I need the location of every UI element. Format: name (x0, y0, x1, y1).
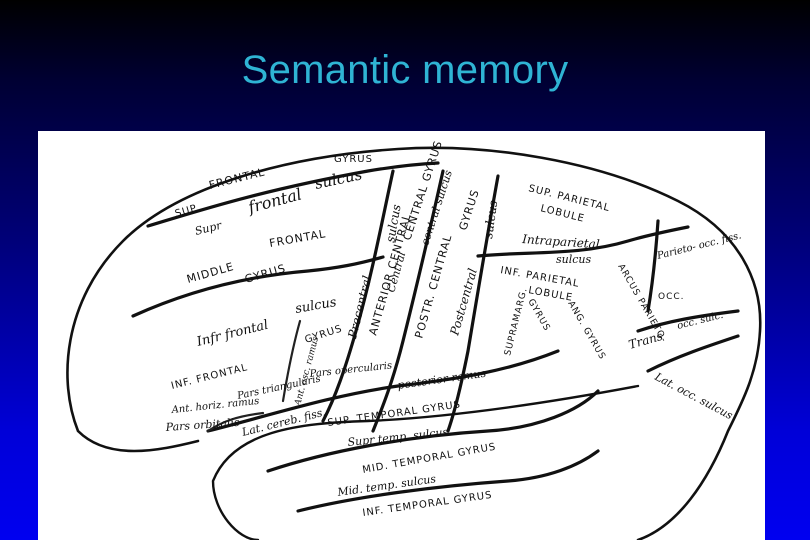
label-occ-sulc: occ. sulc. (676, 310, 724, 332)
label-post-central: POSTR. CENTRAL (412, 233, 454, 340)
label-inf-frontal: INF. FRONTAL (170, 362, 249, 392)
label-pars-orbitalis: Pars orbitalis (164, 416, 240, 434)
inferior-frontal-sulcus (131, 255, 385, 318)
superior-temporal-sulcus (266, 389, 600, 473)
label-infr-frontal: Infr frontal (194, 318, 269, 350)
label-sulcus-central-1: sulcus (383, 203, 403, 243)
label-pars-opercularis: Pars opercularis (308, 360, 392, 380)
central-sulcus (371, 169, 445, 433)
label-frontal-sulcus-sulcus: sulcus (313, 165, 364, 193)
label-sulcus-post: sulcus (481, 199, 500, 239)
label-sulcus-inf: sulcus (294, 295, 338, 317)
label-posterior-ramus: posterior ramus (397, 367, 488, 392)
ascending-ramus (281, 319, 302, 403)
label-supr: Supr (194, 219, 224, 238)
superior-frontal-sulcus (146, 161, 440, 228)
label-frontal-top: FRONTAL (208, 165, 267, 191)
label-ant-horiz-ramus: Ant. horiz. ramus (170, 396, 260, 416)
label-trans: Trans (627, 329, 664, 352)
label-sup-temporal-gyrus: SUP. TEMPORAL GYRUS (327, 399, 462, 429)
label-gyrus-sm: GYRUS (525, 298, 551, 334)
horizontal-ramus (206, 411, 265, 433)
transverse-occipital-sulcus (646, 334, 740, 373)
label-lat-occ-sulcus: Lat. occ. sulcus (652, 370, 736, 423)
intraparietal-sulcus (476, 225, 690, 258)
label-occ: OCC. (658, 292, 685, 302)
postcentral-sulcus (446, 174, 500, 433)
parieto-occipital-fissure (646, 219, 660, 313)
label-intraparietal: Intraparietal (521, 232, 600, 251)
brain-lateral-diagram: GYRUS FRONTAL SUP. frontal sulcus Supr M… (38, 131, 765, 540)
label-sup-frontal: SUP. (174, 202, 201, 220)
lateral-fissure (206, 349, 560, 433)
brain-illustration: GYRUS FRONTAL SUP. frontal sulcus Supr M… (66, 139, 762, 540)
label-supr-temp-sulcus: Supr temp. sulcus (347, 425, 449, 449)
label-supramarg: SUPRAMARG. (503, 287, 530, 357)
label-parieto-occ-fiss: Parieto- occ. fiss. (655, 230, 743, 262)
label-gyrus-top: GYRUS (334, 154, 373, 165)
middle-temporal-sulcus (296, 449, 600, 513)
brain-outline (66, 146, 762, 540)
label-frontal-mid: FRONTAL (268, 227, 327, 250)
label-sulcus-ip: sulcus (556, 253, 591, 266)
precentral-sulcus (321, 169, 395, 423)
lateral-occipital-sulcus (636, 309, 740, 333)
label-gyrus-post: GYRUS (456, 188, 481, 232)
label-mid-temporal-gyrus: MID. TEMPORAL GYRUS (362, 442, 498, 476)
slide-title: Semantic memory (241, 48, 569, 92)
label-ang-gyrus: ANG. GYRUS (565, 300, 607, 362)
label-gyrus-mid: GYRUS (243, 262, 287, 286)
